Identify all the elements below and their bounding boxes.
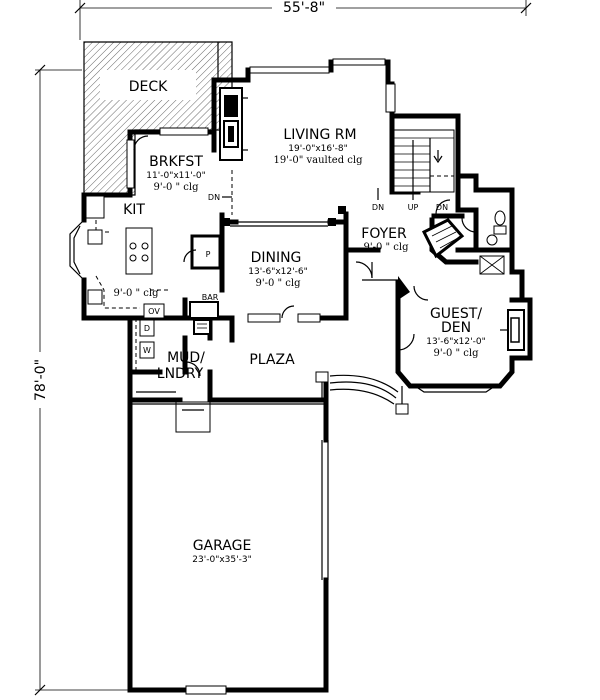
bar-label: BAR bbox=[202, 293, 219, 302]
room-guest-den: GUEST/ DEN 13'-6"x12'-0" 9'-0 " clg bbox=[426, 306, 485, 359]
stair-down-label: DN bbox=[372, 203, 384, 212]
foyer-ceiling: 9'-0 " clg bbox=[363, 242, 409, 253]
brkfst-ceiling: 9'-0 " clg bbox=[153, 182, 199, 193]
kitchen-features bbox=[69, 127, 233, 319]
entrance bbox=[315, 261, 429, 415]
guest-fireplace bbox=[500, 309, 525, 351]
oven-label: OV bbox=[148, 307, 160, 316]
stair-up-label: UP bbox=[408, 203, 419, 212]
room-dining: DINING 13'-6"x12'-6" 9'-0 " clg bbox=[248, 250, 307, 289]
guest-ceiling: 9'-0 " clg bbox=[433, 348, 479, 359]
width-dimension-line bbox=[74, 0, 532, 40]
mud-name-line1: MUD/ bbox=[167, 350, 205, 366]
living-room-name: LIVING RM bbox=[283, 127, 356, 143]
stair bbox=[393, 129, 455, 200]
brkfst-name: BRKFST bbox=[149, 154, 203, 170]
guest-size: 13'-6"x12'-0" bbox=[426, 337, 485, 347]
guest-name-line2: DEN bbox=[441, 320, 471, 336]
deck bbox=[83, 41, 233, 196]
kit-name: KIT bbox=[123, 202, 145, 218]
dining-name: DINING bbox=[251, 250, 302, 266]
bar bbox=[189, 301, 219, 335]
mud-name-line2: LNDRY bbox=[157, 366, 204, 382]
garage-size: 23'-0"x35'-3" bbox=[192, 555, 251, 565]
kit-ceiling: 9'-0 " clg bbox=[113, 288, 159, 299]
foyer-down-door bbox=[435, 199, 451, 215]
living-room-ceiling: 19'-0" vaulted clg bbox=[274, 155, 364, 166]
overall-width-label: 55'-8" bbox=[283, 0, 325, 16]
room-brkfst: BRKFST 11'-0"x11'-0" 9'-0 " clg bbox=[146, 154, 205, 193]
guest-name-line1: GUEST/ bbox=[430, 306, 482, 322]
room-living: LIVING RM 19'-0"x16'-8" 19'-0" vaulted c… bbox=[274, 127, 364, 166]
overall-depth-label: 78'-0" bbox=[33, 359, 49, 401]
dining-ceiling: 9'-0 " clg bbox=[255, 278, 301, 289]
room-garage: GARAGE 23'-0"x35'-3" bbox=[192, 538, 251, 565]
dining-size: 13'-6"x12'-6" bbox=[248, 267, 307, 277]
mud-room-fixtures bbox=[135, 318, 211, 433]
living-down-label: DN bbox=[208, 193, 220, 202]
room-plaza: PLAZA bbox=[249, 352, 295, 368]
room-mud-lndry: MUD/ LNDRY bbox=[157, 350, 205, 382]
foyer-down-label: DN bbox=[436, 203, 448, 212]
dryer-label: D bbox=[144, 324, 150, 333]
pantry-label: P bbox=[206, 250, 211, 259]
pantry bbox=[183, 234, 222, 270]
depth-dimension-line bbox=[30, 64, 130, 696]
brkfst-size: 11'-0"x11'-0" bbox=[146, 171, 205, 181]
living-room-size: 19'-0"x16'-8" bbox=[288, 144, 347, 154]
powder-room bbox=[461, 210, 507, 275]
interior-walls bbox=[127, 129, 515, 403]
exterior-walls bbox=[81, 59, 533, 693]
washer-label: W bbox=[143, 346, 151, 355]
plaza-name: PLAZA bbox=[249, 352, 295, 368]
living-windows bbox=[249, 58, 396, 113]
dining-columns bbox=[222, 206, 346, 323]
room-foyer: FOYER 9'-0 " clg bbox=[361, 226, 409, 253]
deck-label: DECK bbox=[129, 79, 168, 95]
guest-bay-window bbox=[411, 383, 499, 393]
room-kit: KIT 9'-0 " clg bbox=[113, 202, 159, 299]
foyer-name: FOYER bbox=[361, 226, 407, 242]
garage-name: GARAGE bbox=[193, 538, 252, 554]
fireplace bbox=[219, 87, 248, 161]
garage-details bbox=[130, 403, 329, 695]
foyer-closet bbox=[421, 218, 465, 259]
